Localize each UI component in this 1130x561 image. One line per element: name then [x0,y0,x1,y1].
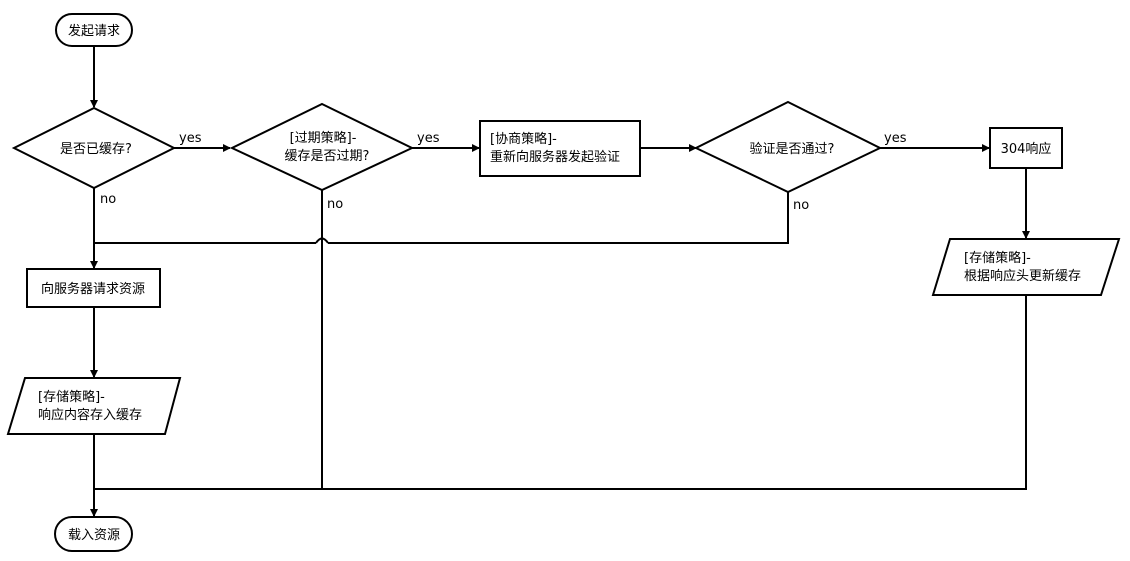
node-request-resource: 向服务器请求资源 [26,268,161,308]
edge-store-update-to-end [94,296,1027,490]
node-store-update: [存储策略]- 根据响应头更新缓存 [931,238,1121,296]
edge-label-validate-yes: yes [884,131,907,146]
node-store-cache: [存储策略]- 响应内容存入缓存 [6,377,182,435]
node-validate-decision: 验证是否通过? [693,100,883,194]
node-store-cache-label-2: 响应内容存入缓存 [38,407,142,423]
node-cached-decision-label: 是否已缓存? [60,142,132,157]
node-304-response: 304响应 [989,127,1063,169]
edge-labels: yes no yes no yes no [100,131,907,213]
node-store-update-label-2: 根据响应头更新缓存 [964,268,1081,284]
node-store-update-label-1: [存储策略]- [964,250,1031,266]
node-request-resource-label: 向服务器请求资源 [41,281,145,297]
node-start-label: 发起请求 [68,23,120,39]
node-expired-decision: [过期策略]- 缓存是否过期? [229,102,415,192]
node-expired-decision-label-1: [过期策略]- [290,130,357,146]
edge-label-expired-yes: yes [417,131,440,146]
node-start: 发起请求 [55,13,133,47]
node-expired-decision-label-2: 缓存是否过期? [285,149,370,164]
edge-label-cached-no: no [100,192,116,207]
node-store-cache-label-1: [存储策略]- [38,389,105,405]
node-end: 载入资源 [54,516,133,552]
node-cached-decision: 是否已缓存? [11,106,177,190]
edges [90,46,1030,517]
edge-validate-no [328,192,789,244]
node-validate-decision-label: 验证是否通过? [750,141,835,157]
node-negotiate-label-1: [协商策略]- [490,131,557,147]
edge-label-expired-no: no [327,197,343,212]
edge-label-cached-yes: yes [179,131,202,146]
edge-label-validate-no: no [793,198,809,213]
node-304-response-label: 304响应 [1001,141,1052,157]
node-end-label: 载入资源 [68,528,120,543]
node-negotiate: [协商策略]- 重新向服务器发起验证 [479,120,641,177]
node-negotiate-label-2: 重新向服务器发起验证 [490,149,620,165]
